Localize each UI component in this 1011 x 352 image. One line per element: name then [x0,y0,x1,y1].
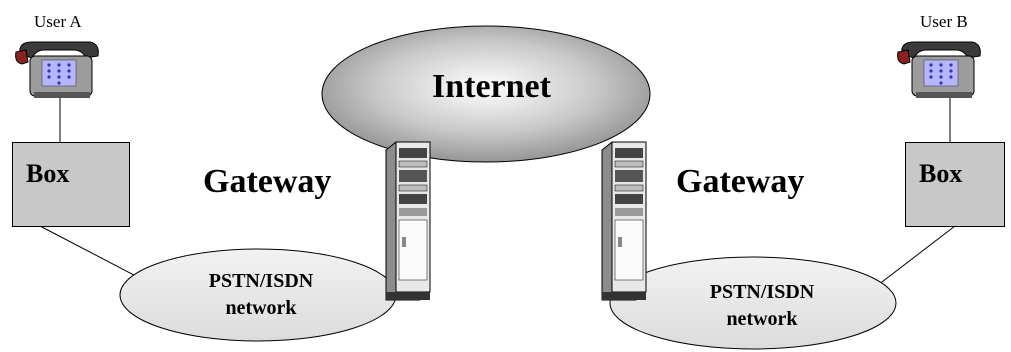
gateway-left-label: Gateway [203,163,332,200]
gateway-right-label: Gateway [676,163,805,200]
box-b-to-pstn-line [877,225,956,286]
telephone-a-icon [15,41,99,98]
box-right: Box [905,142,1005,227]
pstn-right-label: PSTN/ISDN network [687,279,837,333]
pstn-left-label: PSTN/ISDN network [186,268,336,322]
user-b-label: User B [920,12,968,31]
gateway-server-left-icon [385,141,431,301]
box-right-label: Box [919,159,963,188]
pstn-network-right [609,256,897,350]
pstn-right-line2: network [726,308,798,330]
user-a-label: User A [34,12,82,31]
telephone-b-icon [897,41,981,98]
internet-label: Internet [432,68,551,105]
pstn-left-line1: PSTN/ISDN [208,270,314,292]
pstn-left-line2: network [225,297,297,319]
box-left: Box [12,142,130,227]
gateway-server-right-icon [601,141,647,301]
pstn-right-line1: PSTN/ISDN [709,281,815,303]
box-left-label: Box [26,159,70,188]
internet-cloud [321,25,651,163]
